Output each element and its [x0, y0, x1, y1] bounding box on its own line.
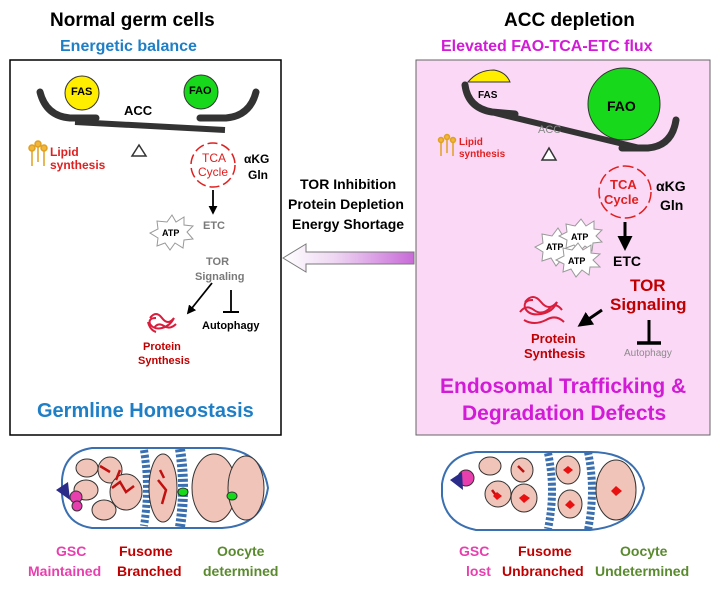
fao-circle-right — [587, 67, 661, 141]
autophagy-label-left: Autophagy — [202, 320, 260, 332]
right-outcome-1: Endosomal Trafficking & — [440, 375, 687, 398]
gsc-label-left-2: Maintained — [28, 563, 102, 579]
middle-line-3: Energy Shortage — [292, 216, 405, 232]
akg-label-right: αKG — [656, 178, 686, 194]
lipid-label-right-2: synthesis — [459, 149, 506, 160]
gsc-label-left-1: GSC — [56, 543, 87, 559]
oocyte-label-left-2: determined — [203, 563, 279, 579]
protein-label-left-1: Protein — [143, 341, 181, 353]
middle-line-2: Protein Depletion — [288, 196, 404, 212]
tor-label-left-2: Signaling — [195, 271, 245, 283]
tca-cycle-left — [190, 142, 236, 188]
ovariole-right — [441, 451, 646, 531]
gln-label-right: Gln — [660, 197, 684, 213]
fusome-label-right-1: Fusome — [518, 543, 572, 559]
fao-label-left: FAO — [189, 85, 212, 97]
akg-label-left: αKG — [244, 152, 270, 166]
tor-label-right-1: TOR — [630, 276, 666, 295]
acc-label-left: ACC — [124, 103, 153, 118]
fas-label-right: FAS — [478, 90, 498, 101]
middle-line-1: TOR Inhibition — [300, 176, 397, 192]
oocyte-label-left-1: Oocyte — [217, 543, 265, 559]
lipid-label-left-1: Lipid — [50, 145, 79, 159]
tca-label-left-2: Cycle — [198, 165, 229, 179]
left-heading: Normal germ cells — [50, 10, 215, 31]
atp-burst-left — [148, 214, 195, 251]
left-balance — [36, 74, 260, 157]
fusome-label-left-1: Fusome — [119, 543, 173, 559]
left-panel — [9, 59, 282, 436]
acc-label-right: ACC — [538, 124, 562, 136]
atp-label-right-3: ATP — [568, 256, 586, 266]
tca-label-left-1: TCA — [202, 151, 226, 165]
lipid-icon-left — [28, 140, 48, 166]
atp-label-right-1: ATP — [546, 242, 564, 252]
atp-label-left: ATP — [162, 228, 180, 238]
protein-label-left-2: Synthesis — [138, 355, 190, 367]
fao-label-right: FAO — [607, 98, 636, 114]
autophagy-label-right: Autophagy — [624, 348, 672, 359]
fusome-label-right-2: Unbranched — [502, 563, 584, 579]
ovariole-left — [56, 447, 270, 529]
oocyte-label-right-2: Undetermined — [595, 563, 690, 579]
lipid-label-left-2: synthesis — [50, 158, 106, 172]
fas-shape-right — [466, 69, 511, 83]
etc-label-right: ETC — [613, 253, 641, 269]
lipid-label-right-1: Lipid — [459, 137, 483, 148]
fas-label-left: FAS — [71, 86, 93, 98]
oocyte-label-right-1: Oocyte — [620, 543, 668, 559]
tca-label-right-2: Cycle — [604, 192, 639, 207]
gsc-label-right-2: lost — [466, 563, 491, 579]
right-heading: ACC depletion — [504, 10, 635, 31]
atp-label-right-2: ATP — [571, 232, 589, 242]
protein-blob-right — [519, 296, 565, 324]
protein-label-right-1: Protein — [531, 331, 576, 346]
atp-burst-right — [533, 218, 604, 278]
fusome-label-left-2: Branched — [117, 563, 182, 579]
middle-arrow — [282, 243, 415, 273]
fas-circle-left — [64, 75, 100, 111]
protein-label-right-2: Synthesis — [524, 346, 586, 361]
right-balance — [461, 67, 680, 161]
lipid-icon-right — [437, 133, 457, 156]
right-subheading: Elevated FAO-TCA-ETC flux — [441, 38, 653, 55]
left-outcome: Germline Homeostasis — [37, 400, 254, 422]
etc-label-left: ETC — [203, 220, 225, 232]
fao-circle-left — [183, 74, 219, 110]
tor-label-left-1: TOR — [206, 256, 230, 268]
tor-label-right-2: Signaling — [610, 295, 687, 314]
tca-label-right-1: TCA — [610, 177, 637, 192]
left-subheading: Energetic balance — [60, 38, 197, 55]
right-outcome-2: Degradation Defects — [462, 402, 667, 425]
gsc-label-right-1: GSC — [459, 543, 490, 559]
gln-label-left: Gln — [248, 168, 268, 182]
protein-blob-left — [147, 313, 177, 333]
tca-cycle-right — [598, 165, 652, 219]
